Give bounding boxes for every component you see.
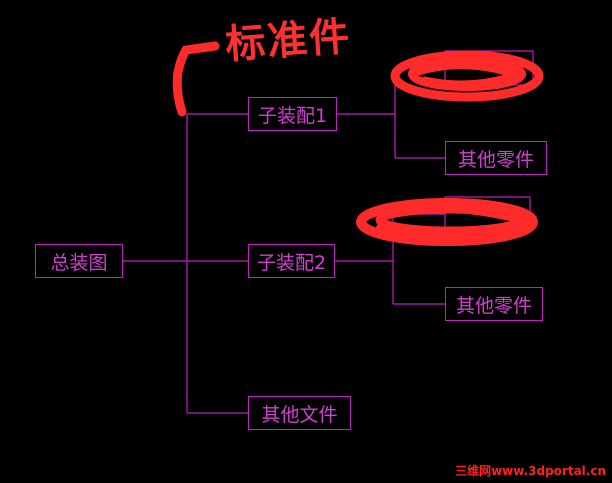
sub-assembly-2-label: 子装配2 — [256, 251, 327, 274]
sub-assembly-1-label: 子装配1 — [257, 104, 328, 127]
sub-assembly-2-node: 子装配2 — [248, 244, 335, 278]
sub2-other-parts-node: 其他零件 — [445, 287, 543, 321]
standard-parts-annotation: 标准件 — [223, 12, 353, 69]
root-node-label: 总装图 — [50, 251, 108, 274]
other-files-node: 其他文件 — [248, 396, 351, 430]
scribble-group-2 — [356, 198, 538, 246]
watermark: 三维网www.3dportal.cn — [455, 464, 606, 478]
sub-assembly-1-node: 子装配1 — [248, 97, 337, 131]
sub1-other-parts-node: 其他零件 — [445, 141, 547, 175]
root-node: 总装图 — [35, 244, 123, 278]
other-files-label: 其他文件 — [261, 403, 338, 426]
annotation-bracket — [172, 41, 220, 117]
sub1-other-parts-label: 其他零件 — [457, 148, 534, 171]
scribble-group-1 — [390, 50, 544, 102]
sub2-other-parts-label: 其他零件 — [455, 294, 532, 317]
